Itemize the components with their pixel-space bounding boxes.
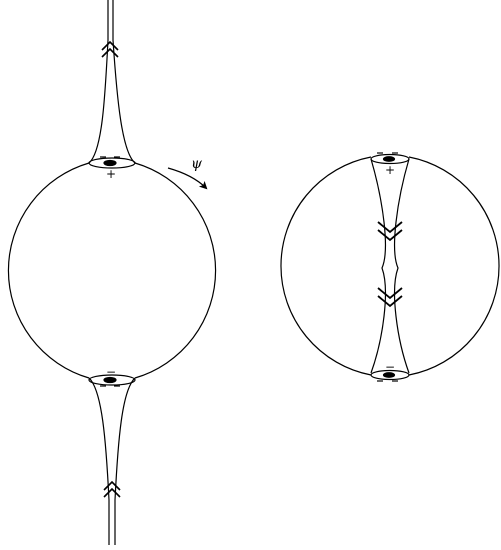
- right-upper-chevron-icon: [377, 221, 403, 242]
- left-bottom-throat-right-edge: [114, 377, 136, 545]
- left-top-mouth: [88, 157, 136, 169]
- right-throat-right-edge: [393, 158, 410, 374]
- left-top-chevron-icon: [101, 40, 119, 58]
- left-top-throat-left-edge: [88, 0, 109, 164]
- right-configuration: [280, 152, 500, 382]
- left-sphere: [7, 162, 217, 379]
- right-lower-chevron-icon: [377, 287, 403, 308]
- left-top-charge-label: +: [106, 167, 116, 181]
- right-top-mouth-core: [382, 156, 396, 162]
- left-bottom-charge-label: −: [106, 365, 116, 379]
- left-bottom-throat-left-edge: [88, 377, 110, 545]
- left-bottom-mouth: [88, 374, 136, 386]
- right-bottom-charge-label: −: [385, 360, 395, 374]
- left-configuration: [7, 0, 217, 545]
- left-top-throat-right-edge: [112, 0, 136, 164]
- right-bottom-mouth: [370, 369, 410, 381]
- right-top-mouth: [370, 153, 410, 165]
- rotation-arrow-icon: [167, 167, 208, 190]
- right-sphere: [280, 156, 500, 376]
- left-bottom-chevron-icon: [103, 480, 121, 498]
- rotation-symbol-label: ψ: [191, 156, 203, 172]
- right-bottom-mouth-core: [382, 372, 396, 378]
- right-top-charge-label: +: [385, 163, 395, 177]
- left-top-mouth-core: [103, 159, 117, 167]
- left-bottom-mouth-core: [103, 376, 117, 384]
- right-throat-left-edge: [370, 158, 387, 374]
